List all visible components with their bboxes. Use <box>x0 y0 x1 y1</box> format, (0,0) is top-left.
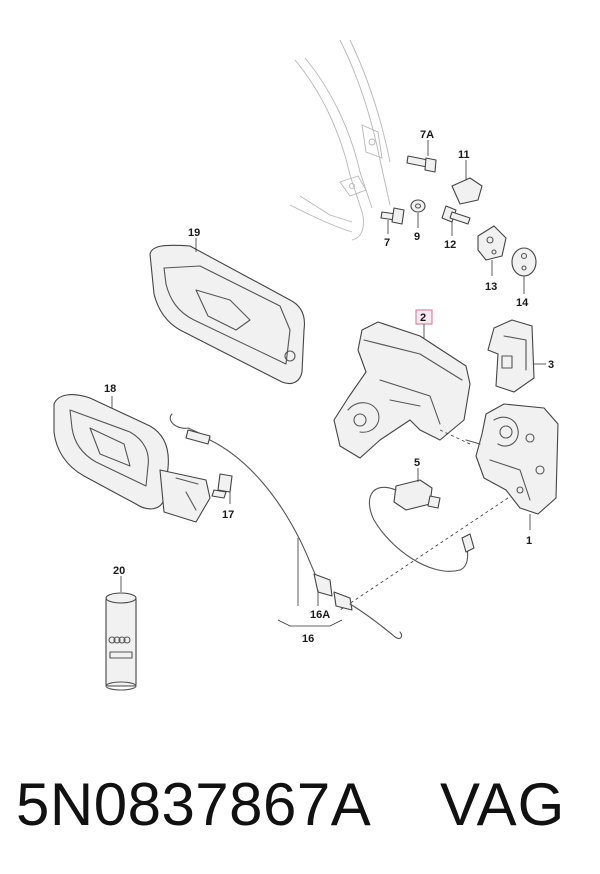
callout-16a: 16A <box>310 609 330 621</box>
callout-2: 2 <box>420 312 426 324</box>
callout-13: 13 <box>485 281 497 293</box>
part-9-washer <box>410 199 426 228</box>
part-17-screw <box>211 473 233 504</box>
part-20-spray-can <box>105 576 137 691</box>
rings-logo-icon <box>108 636 131 644</box>
callout-9: 9 <box>414 231 420 243</box>
part-3-bracket <box>487 319 546 393</box>
part-7-screw <box>380 207 405 234</box>
callout-5: 5 <box>414 457 420 469</box>
callout-12: 12 <box>444 239 456 251</box>
part-18-handle <box>53 394 211 523</box>
caption-bar: 5N0837867A VAG <box>0 760 600 850</box>
callout-7a: 7A <box>420 129 434 141</box>
part-1-door-lock <box>465 403 559 530</box>
callout-3: 3 <box>548 359 554 371</box>
part-11-cap <box>451 160 483 205</box>
part-number: 5N0837867A <box>16 771 372 838</box>
callout-18: 18 <box>104 383 116 395</box>
part-2-housing <box>333 309 471 459</box>
exploded-parts-diagram: 7A 11 7 9 12 13 14 19 2 3 18 5 17 1 20 1… <box>53 39 559 691</box>
callout-labels: 7A 11 7 9 12 13 14 19 2 3 18 5 17 1 20 1… <box>104 129 554 645</box>
part-7a-bolt <box>406 140 437 173</box>
part-19-cover <box>149 238 306 385</box>
brand-name: VAG <box>440 771 566 838</box>
callout-19: 19 <box>188 227 200 239</box>
callout-14: 14 <box>516 297 529 309</box>
callout-7: 7 <box>384 237 390 249</box>
callout-16: 16 <box>302 633 314 645</box>
part-14-plate <box>511 247 537 294</box>
callout-1: 1 <box>526 535 532 547</box>
part-5-actuator <box>368 468 475 572</box>
assembly-lines <box>339 429 509 611</box>
part-13-striker <box>477 225 507 276</box>
callout-17: 17 <box>222 509 234 521</box>
part-12-bolt <box>441 205 471 236</box>
callout-11: 11 <box>458 149 470 161</box>
callout-20: 20 <box>113 565 125 577</box>
door-frame-outline <box>289 39 391 241</box>
part-16-cable <box>169 413 403 640</box>
